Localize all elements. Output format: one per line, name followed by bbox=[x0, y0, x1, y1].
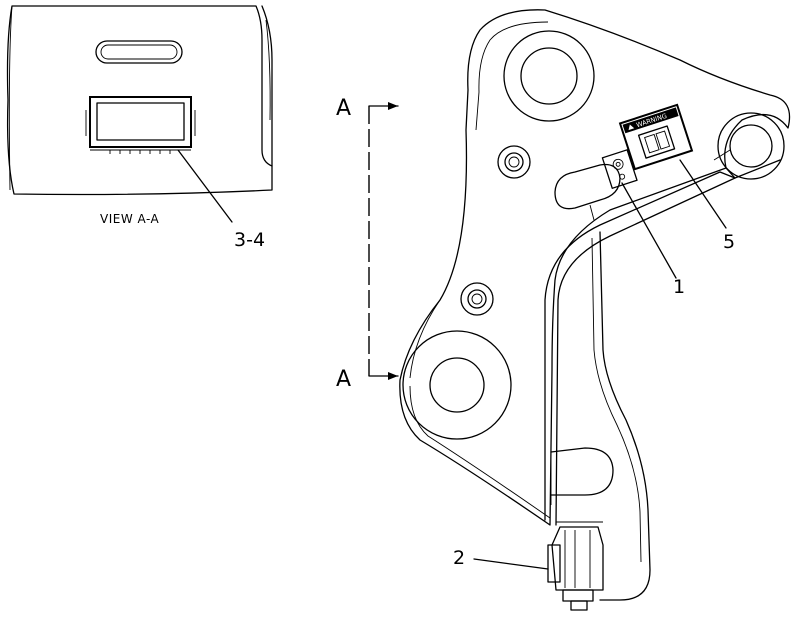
leader-2 bbox=[473, 558, 549, 570]
decal-5-header: WARNING bbox=[635, 112, 668, 129]
top-pivot-outer bbox=[503, 30, 595, 122]
upper-slot bbox=[554, 163, 621, 210]
decal-5: WARNING bbox=[618, 103, 694, 171]
view-a-a-inset: VIEW A-A 3-4 bbox=[6, 5, 273, 251]
arm-rib-outer bbox=[544, 171, 736, 526]
bracket-assembly: WARNING 1 2 5 bbox=[399, 9, 791, 611]
section-line-a-a: A A bbox=[336, 96, 399, 392]
callout-2: 2 bbox=[453, 547, 465, 569]
inset-body-outline bbox=[6, 5, 273, 196]
decal-3-4-plate bbox=[85, 96, 196, 154]
callout-5: 5 bbox=[723, 231, 735, 253]
right-pivot-outer bbox=[717, 112, 785, 180]
leader-5 bbox=[679, 159, 727, 229]
section-marker-bottom: A bbox=[336, 367, 351, 392]
inset-slot bbox=[95, 40, 183, 64]
view-label: VIEW A-A bbox=[100, 212, 160, 226]
decal-1 bbox=[601, 149, 638, 189]
lower-slot bbox=[550, 447, 614, 496]
bottom-fitting bbox=[547, 521, 604, 611]
leader-3-4 bbox=[177, 149, 233, 223]
callout-1: 1 bbox=[673, 276, 685, 298]
stud-upper bbox=[497, 145, 531, 179]
callout-3-4: 3-4 bbox=[234, 229, 265, 251]
arrow-head-bottom bbox=[388, 372, 398, 380]
arm-rib-inner bbox=[599, 231, 651, 601]
top-pivot-bore bbox=[520, 47, 578, 105]
leader-1 bbox=[621, 182, 677, 279]
right-pivot-bore bbox=[729, 124, 773, 168]
section-marker-top: A bbox=[336, 96, 351, 121]
stud-lower bbox=[460, 282, 494, 316]
arrow-head-top bbox=[388, 102, 398, 110]
bottom-pivot-bore bbox=[429, 357, 485, 413]
bracket-outline bbox=[399, 9, 791, 526]
bottom-pivot-outer bbox=[402, 330, 512, 440]
